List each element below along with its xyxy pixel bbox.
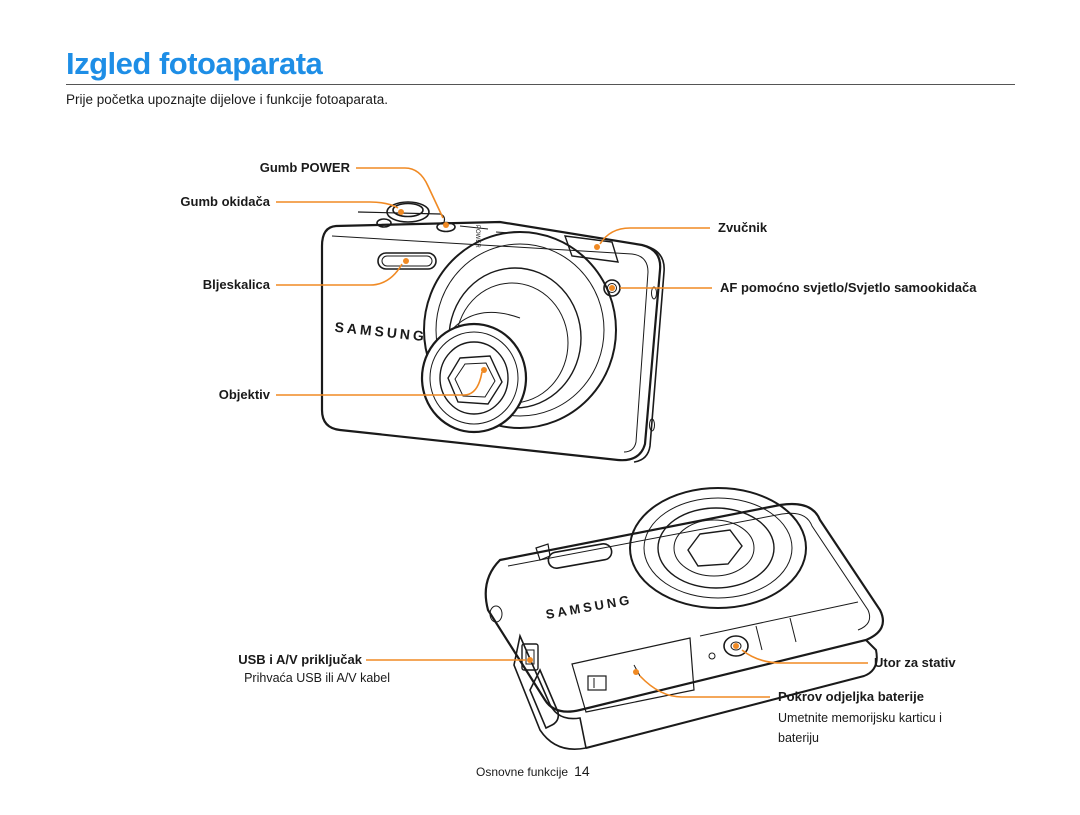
label-power-button: Gumb POWER (259, 160, 350, 175)
label-shutter-button: Gumb okidača (180, 194, 270, 209)
brand-back: SAMSUNG (545, 592, 634, 622)
intro-text: Prije početka upoznajte dijelove i funkc… (66, 92, 388, 107)
callout-lines (276, 167, 868, 698)
battery-cover-description-2: bateriju (778, 731, 819, 745)
label-lens: Objektiv (218, 387, 270, 402)
power-mark: POWER (474, 225, 480, 248)
camera-front-illustration: SAMSUNG POWER (320, 201, 665, 463)
footer-section: Osnovne funkcije (476, 765, 569, 779)
label-tripod-socket: Utor za stativ (874, 655, 956, 670)
brand-front: SAMSUNG (334, 319, 428, 345)
page-number: 14 (574, 763, 590, 779)
label-usb-port: USB i A/V priključak (238, 652, 362, 667)
title-rule (66, 84, 1015, 85)
label-speaker: Zvučnik (718, 220, 768, 235)
page-footer: Osnovne funkcije 14 (476, 763, 590, 781)
label-flash: Bljeskalica (202, 277, 270, 292)
label-af-lamp: AF pomoćno svjetlo/Svjetlo samookidača (720, 280, 977, 295)
label-battery-cover: Pokrov odjeljka baterije (778, 689, 924, 704)
page-title: Izgled fotoaparata (66, 46, 323, 81)
usb-port-description: Prihvaća USB ili A/V kabel (244, 671, 390, 685)
battery-cover-description-1: Umetnite memorijsku karticu i (778, 711, 942, 725)
